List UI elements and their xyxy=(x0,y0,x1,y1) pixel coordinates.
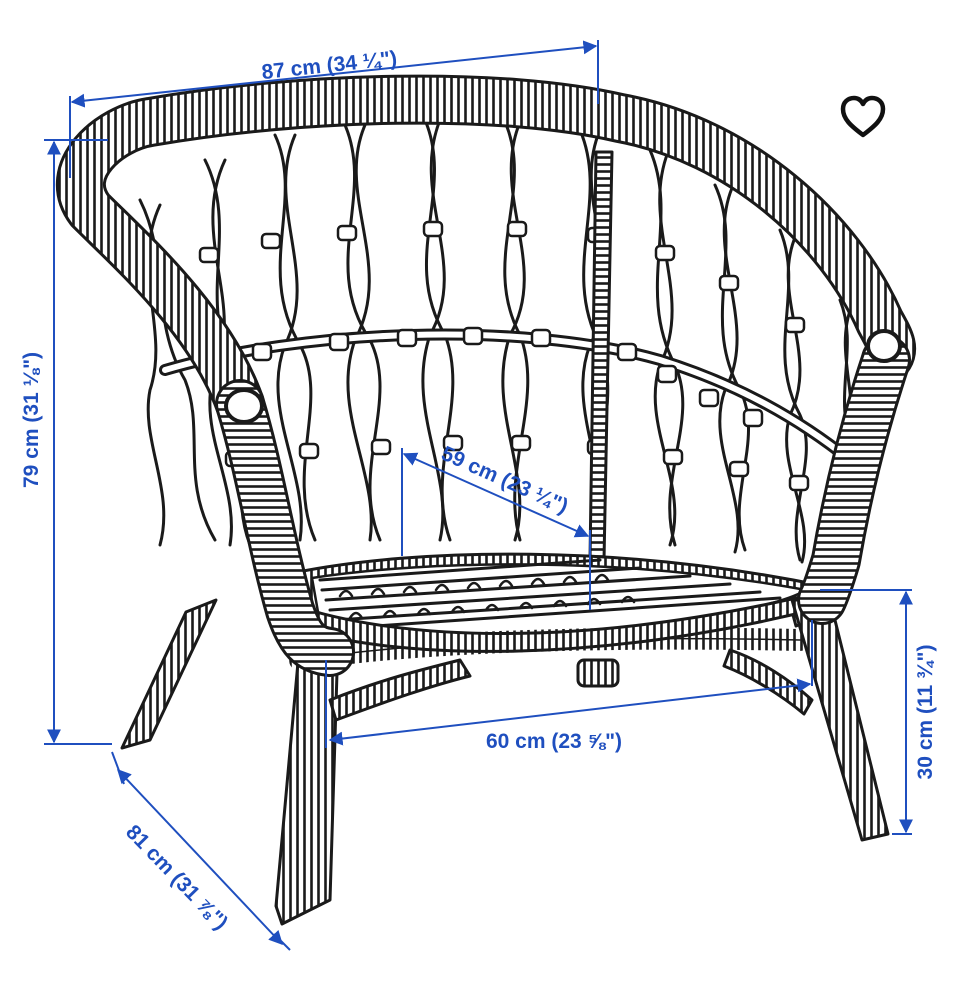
back-left-leg xyxy=(120,598,218,750)
right-armrest-end xyxy=(866,329,902,363)
favorite-button[interactable] xyxy=(838,94,888,140)
center-foot xyxy=(576,658,620,688)
dimension-annotations xyxy=(44,40,913,951)
seat-slats xyxy=(318,558,782,630)
front-right-leg xyxy=(790,598,890,842)
chair-illustration xyxy=(55,74,916,926)
rear-post xyxy=(588,150,614,562)
left-armrest-end xyxy=(224,388,264,424)
seat-width-label: 60 cm (23 ⅝") xyxy=(486,730,622,753)
depth-extension-front xyxy=(273,933,291,951)
seat-depth-dimension-line xyxy=(402,452,590,538)
depth-dimension-line xyxy=(117,768,283,946)
lattice-knots xyxy=(198,220,810,492)
depth-extension-back xyxy=(111,751,125,785)
front-left-leg xyxy=(274,638,340,926)
seat-depth-label: 59 cm (23 ¼") xyxy=(438,442,572,518)
height-label: 79 cm (31 ⅛") xyxy=(20,352,43,488)
front-right-brace xyxy=(722,648,814,716)
width-dimension-line xyxy=(70,40,598,108)
heart-outline-icon xyxy=(840,95,886,138)
depth-label: 81 cm (31 ⅞") xyxy=(121,821,232,935)
seat-height-label: 30 cm (11 ¾") xyxy=(914,645,937,780)
seat-width-dimension-line xyxy=(328,678,812,746)
seat-slat-hooks xyxy=(338,573,636,620)
front-left-brace xyxy=(328,658,472,722)
